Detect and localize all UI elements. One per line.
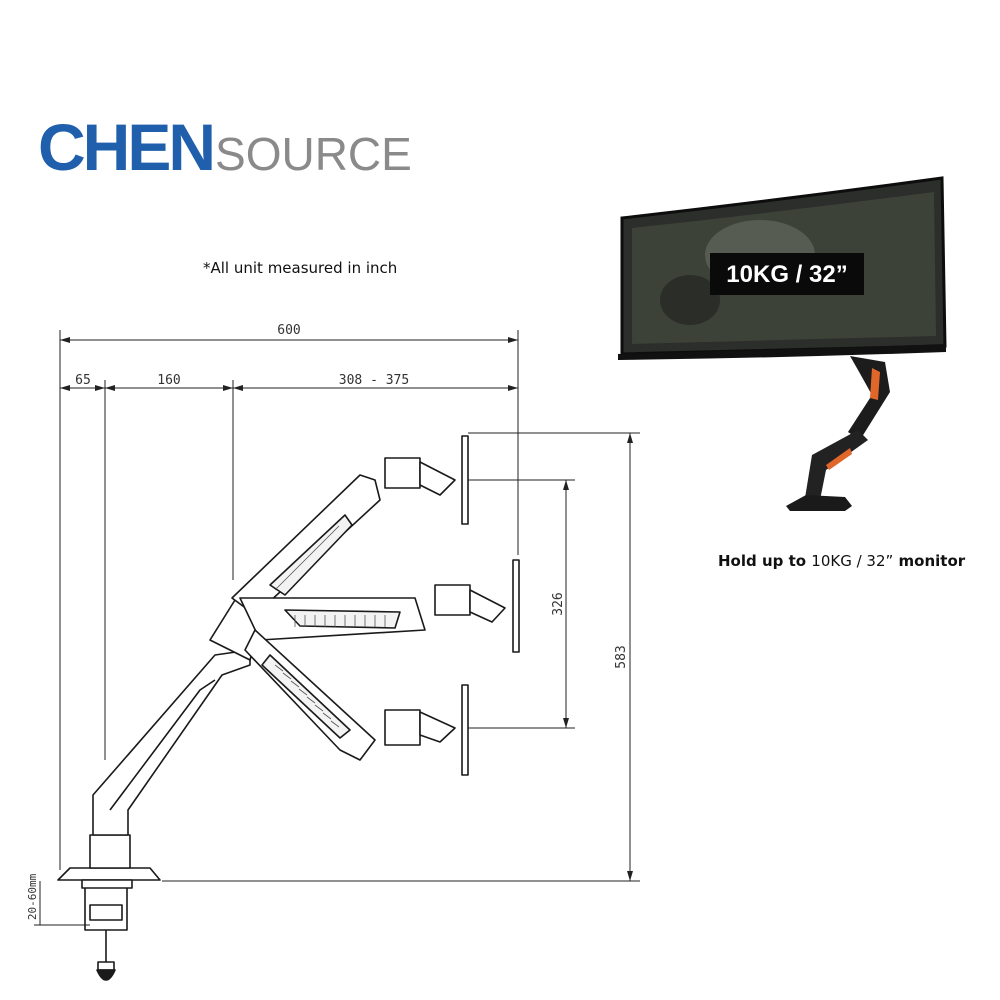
tilt-bracket-down (419, 711, 456, 743)
photo-arm-accent-lower (826, 448, 852, 470)
logo-chen-text: CHEN (38, 110, 216, 184)
dim-seg2: 160 (157, 373, 180, 388)
unit-note: *All unit measured in inch (203, 259, 398, 277)
upper-arm-level-slot (284, 609, 401, 629)
monitor-bezel (618, 344, 946, 360)
vesa-plate-down (461, 684, 469, 776)
monitor-badge-bg (710, 253, 864, 295)
caption-suffix: monitor (893, 552, 966, 570)
monitor-badge: 10KG / 32” (726, 261, 847, 288)
capacity-caption: Hold up to 10KG / 32” monitor (718, 552, 965, 570)
logo-source-text: SOURCE (215, 128, 412, 180)
tilt-head-down (384, 709, 421, 746)
clamp-knob (97, 961, 115, 971)
dim-height-range: 326 (551, 592, 566, 615)
tilt-head-up (384, 457, 421, 489)
vesa-plate-level (512, 559, 520, 653)
caption-value: 10KG / 32” (811, 552, 894, 570)
tilt-bracket-level (469, 589, 506, 623)
tilt-bracket-up (419, 461, 456, 496)
photo-base (786, 495, 852, 511)
clamp-handle (96, 969, 116, 981)
lower-arm (92, 649, 251, 836)
dim-height-total: 583 (614, 645, 629, 668)
base-column (89, 834, 131, 869)
vesa-plate-up (461, 435, 469, 525)
clamp-plate (89, 904, 123, 921)
dim-seg1: 65 (75, 373, 91, 388)
photo-arm-accent-upper (870, 368, 880, 400)
lower-arm-detail (109, 679, 216, 811)
dim-total-width: 600 (277, 323, 300, 338)
dim-seg3: 308 - 375 (339, 373, 409, 388)
product-photo: 10KG / 32” (618, 176, 947, 511)
photo-upper-arm (848, 356, 890, 440)
clamp-top (81, 879, 133, 889)
caption-prefix: Hold up to (718, 552, 812, 570)
desk-base-plate (57, 867, 161, 881)
dim-clamp-range: 20-60mm (26, 873, 39, 920)
game-art-shadow (660, 275, 720, 325)
tilt-head-level (434, 584, 471, 616)
monitor-arm-line-art (57, 435, 520, 981)
photo-lower-arm (805, 430, 868, 500)
upper-arm-up (231, 474, 381, 616)
